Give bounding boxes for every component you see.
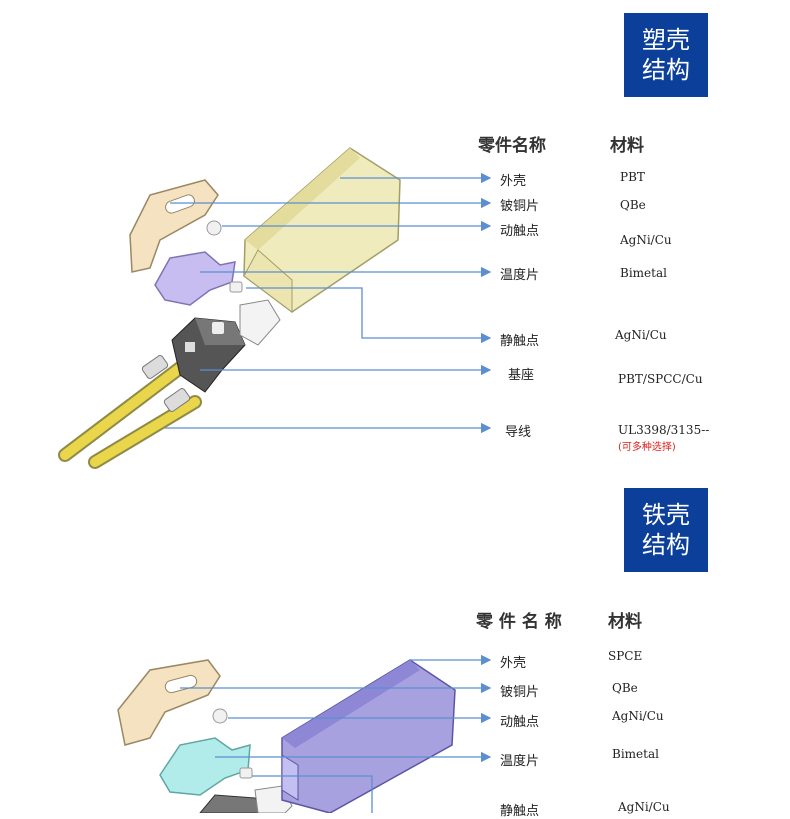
plastic-part-name: 基座 — [508, 368, 535, 383]
iron-beryllium-copper-strip — [117, 659, 221, 746]
iron-bimetal-disc — [159, 737, 251, 796]
plastic-part-material: AgNi/Cu — [615, 328, 667, 342]
plastic-moving-contact — [206, 220, 222, 236]
plastic-part-material: QBe — [620, 198, 646, 212]
plastic-outer-shell — [243, 147, 401, 313]
plastic-badge-line2: 结构 — [642, 56, 690, 84]
iron-moving-contact — [212, 708, 228, 724]
plastic-part-material: AgNi/Cu — [620, 233, 672, 247]
iron-part-material: AgNi/Cu — [612, 709, 664, 723]
iron-base — [199, 794, 266, 813]
iron-outer-shell — [281, 659, 456, 813]
plastic-static-contact — [229, 281, 243, 293]
iron-part-name: 动触点 — [500, 715, 540, 730]
plastic-part-name: 外壳 — [500, 174, 527, 189]
plastic-part-material: UL3398/3135-- — [618, 423, 710, 437]
plastic-base — [171, 299, 281, 393]
iron-part-name: 温度片 — [500, 754, 540, 769]
iron-part-name: 外壳 — [500, 656, 527, 671]
iron-part-material: SPCE — [608, 649, 643, 663]
plastic-part-material: Bimetal — [620, 266, 667, 280]
iron-part-material: Bimetal — [612, 747, 659, 761]
iron-assembly-drawing — [117, 654, 492, 813]
plastic-part-name: 静触点 — [500, 334, 540, 349]
iron-header-part-name: 零 件 名 称 — [476, 612, 562, 632]
plastic-part-name: 动触点 — [500, 224, 540, 239]
plastic-part-material: PBT/SPCC/Cu — [618, 372, 703, 386]
iron-structure-badge: 铁壳 结构 — [624, 488, 708, 572]
plastic-bimetal-disc — [154, 251, 236, 306]
plastic-part-name: 导线 — [505, 425, 532, 440]
plastic-part-material: PBT — [620, 170, 645, 184]
iron-part-name: 静触点 — [500, 804, 540, 819]
plastic-badge-line1: 塑壳 — [642, 26, 690, 54]
plastic-structure-badge: 塑壳 结构 — [624, 13, 708, 97]
iron-part-material: AgNi/Cu — [618, 800, 670, 814]
iron-static-contact — [239, 767, 253, 779]
iron-part-material: QBe — [612, 681, 638, 695]
plastic-part-name: 温度片 — [500, 268, 540, 283]
plastic-part-name: 铍铜片 — [500, 199, 540, 214]
iron-header-material: 材料 — [608, 612, 642, 632]
iron-badge-line2: 结构 — [642, 531, 690, 559]
iron-badge-line1: 铁壳 — [642, 501, 690, 529]
plastic-wire-options-note: (可多种选择) — [618, 442, 676, 453]
plastic-assembly-drawing — [58, 147, 492, 469]
plastic-header-part-name: 零件名称 — [478, 136, 546, 156]
plastic-header-material: 材料 — [610, 136, 644, 156]
iron-part-name: 铍铜片 — [500, 685, 540, 700]
